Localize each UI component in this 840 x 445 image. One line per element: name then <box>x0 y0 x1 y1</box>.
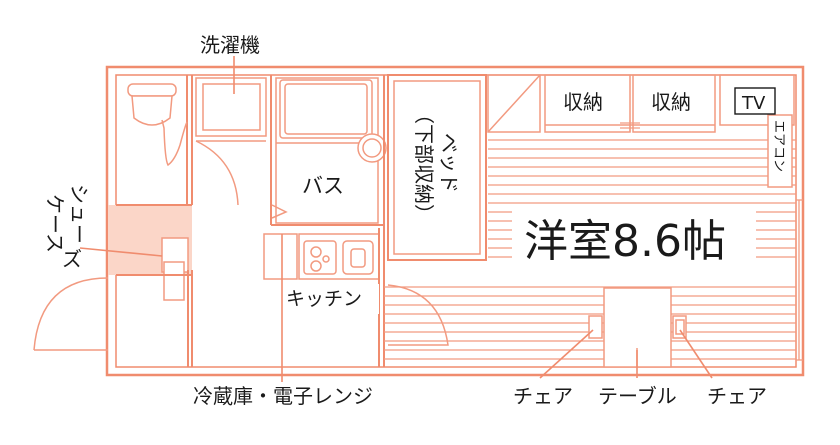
label-bed-storage: （下部収納） <box>412 104 436 224</box>
label-tv: TV <box>741 93 766 114</box>
bed <box>387 74 487 261</box>
label-bed: ベッド <box>437 133 461 193</box>
label-room: 洋室8.6帖 <box>524 216 726 267</box>
label-shoe-case-col2: ケース <box>43 194 67 253</box>
label-kitchen: キッチン <box>286 288 362 310</box>
label-shoe-case-col3: ズ <box>62 247 82 271</box>
label-chair-left: チェア <box>513 384 573 408</box>
closet-corner <box>487 74 541 133</box>
label-shoe-case-col1: シュー <box>67 184 91 244</box>
bath-room <box>271 75 387 260</box>
chair-left <box>588 315 603 339</box>
label-storage-right: 収納 <box>651 90 691 114</box>
label-aircon: エアコン <box>771 120 786 172</box>
label-bath: バス <box>302 174 344 198</box>
washing-machine-space <box>195 75 272 225</box>
labels: 洗濯機 シュー ケース ズ バス ベッド （下部収納） 収納 収納 TV エアコ… <box>43 33 786 408</box>
room-door <box>387 284 449 346</box>
label-table: テーブル <box>598 384 677 408</box>
shoe-case <box>33 237 193 367</box>
label-storage-left: 収納 <box>563 90 603 114</box>
tv-unit <box>719 74 795 126</box>
label-washing-machine: 洗濯機 <box>200 33 260 57</box>
leader-lines <box>79 56 713 382</box>
aircon-unit <box>767 114 793 188</box>
label-fridge-microwave: 冷蔵庫・電子レンジ <box>193 384 373 408</box>
toilet-room <box>116 75 193 206</box>
label-chair-right: チェア <box>707 384 767 408</box>
kitchen-area <box>263 228 385 367</box>
storage-units <box>544 74 716 133</box>
right-window <box>795 199 803 361</box>
